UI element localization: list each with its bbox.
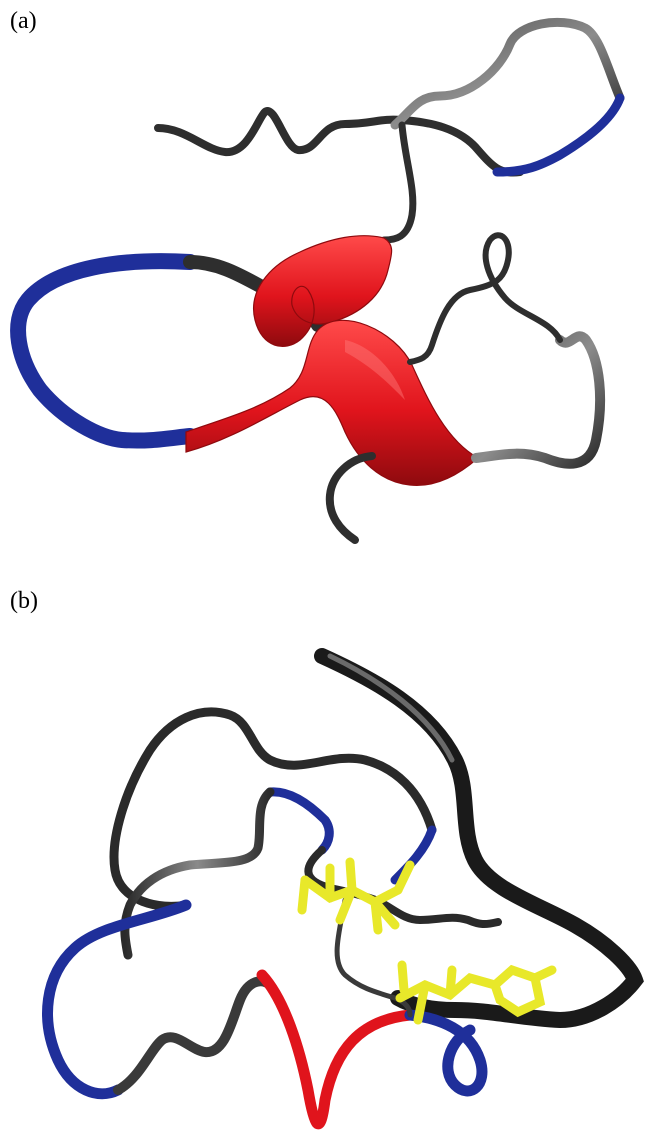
coil-segment <box>125 792 270 955</box>
protein-ribbon-structure-a <box>0 0 645 565</box>
turn-segment <box>395 830 432 880</box>
turn-segment <box>18 261 190 440</box>
coil-segment <box>476 336 600 463</box>
turn-segment <box>410 1015 482 1091</box>
turn-segment <box>48 905 186 1094</box>
coil-segment <box>395 22 620 125</box>
turn-segment <box>270 792 329 850</box>
coil-segment <box>384 125 413 240</box>
protein-tube-structure-b <box>0 580 645 1146</box>
panel-a: (a) <box>0 0 645 565</box>
coil-segment <box>118 981 270 1090</box>
coil-segment <box>322 656 635 1020</box>
coil-segment <box>410 235 560 362</box>
side-chain-upper <box>302 862 410 930</box>
turn-segment <box>497 98 620 172</box>
coil-segment <box>158 111 520 173</box>
panel-b: (b) <box>0 580 645 1146</box>
coil-segment <box>330 456 372 540</box>
